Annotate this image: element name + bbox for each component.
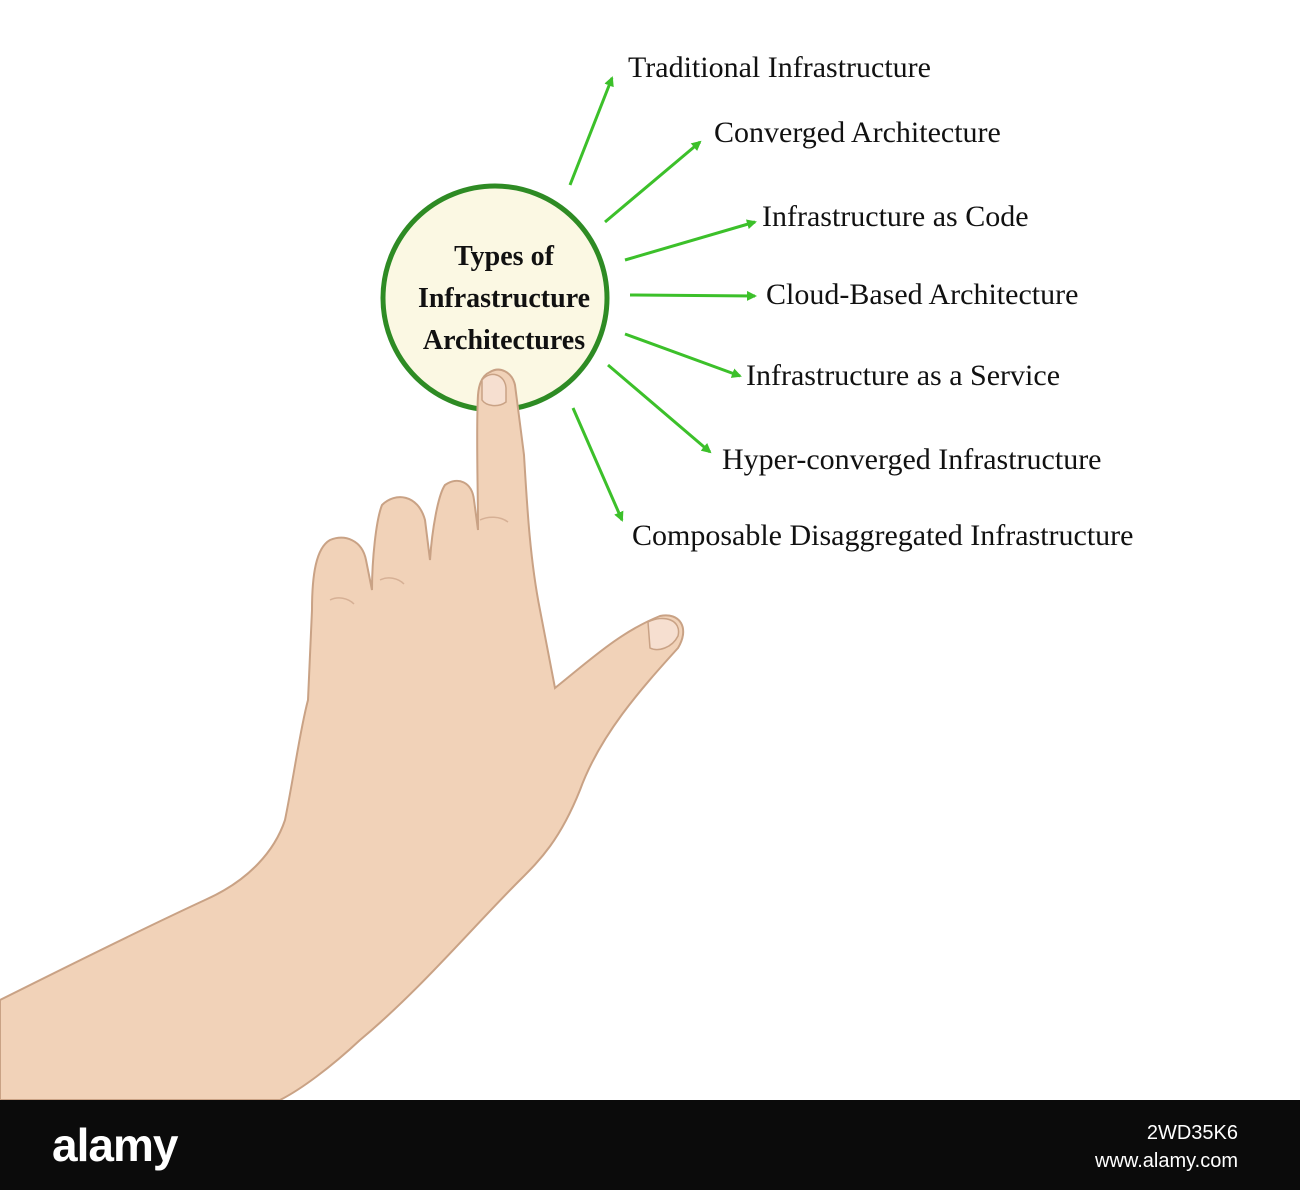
diagram-canvas: Types of Infrastructure Architectures Tr… [0, 51, 1134, 1100]
diagram-graphics [0, 76, 757, 1100]
pointing-hand-icon [0, 368, 685, 1100]
item-label-2: Converged Architecture [714, 116, 1001, 149]
center-title: Types of Infrastructure Architectures [384, 236, 624, 362]
center-title-line-3: Architectures [422, 325, 586, 356]
stock-image-id: 2WD35K6 [1146, 1122, 1238, 1144]
arrow-3 [624, 219, 757, 262]
item-label-5: Infrastructure as a Service [746, 359, 1061, 392]
item-label-7: Composable Disaggregated Infrastructure [632, 519, 1134, 552]
arrow-4 [629, 290, 757, 301]
arrow-1 [568, 76, 614, 186]
item-label-6: Hyper-converged Infrastructure [722, 443, 1102, 476]
arrow-6 [607, 363, 712, 454]
brand-logo: alamy [52, 1119, 178, 1171]
footer-url: www.alamy.com [1095, 1150, 1238, 1172]
item-label-3: Infrastructure as Code [762, 200, 1029, 233]
center-title-line-2: Infrastructure [417, 283, 591, 314]
arrows [568, 76, 757, 522]
footer-bar [0, 1100, 1300, 1190]
item-label-4: Cloud-Based Architecture [766, 278, 1079, 311]
arrow-5 [624, 332, 742, 378]
center-title-line-1: Types of [454, 241, 554, 272]
arrow-7 [571, 407, 624, 522]
item-label-1: Traditional Infrastructure [628, 51, 931, 84]
arrow-2 [604, 140, 702, 224]
